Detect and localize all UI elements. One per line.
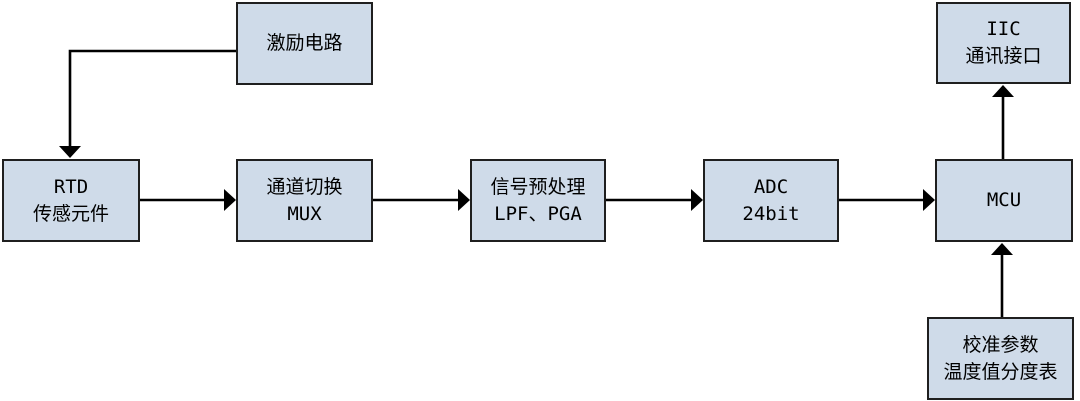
block-label: 通道切换: [266, 175, 343, 198]
block-calibration-table: 校准参数 温度值分度表: [927, 317, 1074, 400]
arrow-mux-to-preprocess: [373, 189, 470, 211]
block-channel-mux: 通道切换 MUX: [236, 159, 373, 242]
block-label: 校准参数: [962, 333, 1039, 356]
block-label: LPF、PGA: [494, 202, 582, 225]
block-label: 温度值分度表: [943, 360, 1058, 383]
block-iic-interface: IIC 通讯接口: [936, 2, 1071, 84]
block-label: 传感元件: [32, 202, 109, 225]
block-mcu: MCU: [935, 159, 1073, 242]
block-signal-preprocessing: 信号预处理 LPF、PGA: [470, 159, 606, 242]
arrow-rtd-to-mux: [140, 189, 236, 211]
arrow-preprocess-to-adc: [606, 189, 703, 211]
block-label: RTD: [53, 175, 89, 198]
arrow-excitation-to-rtd: [59, 49, 236, 158]
block-adc-24bit: ADC 24bit: [703, 159, 839, 242]
arrow-adc-to-mcu: [839, 189, 935, 211]
block-excitation-circuit: 激励电路: [236, 2, 373, 85]
arrow-mcu-to-iic: [992, 85, 1014, 159]
block-label: ADC: [753, 175, 789, 198]
block-label: 通讯接口: [965, 45, 1042, 67]
block-label: 24bit: [742, 202, 800, 225]
block-label: MUX: [287, 202, 322, 225]
arrow-calibration-to-mcu: [991, 243, 1013, 317]
block-label: 激励电路: [266, 32, 343, 54]
block-label: IIC: [986, 18, 1021, 40]
block-rtd-sensor: RTD 传感元件: [2, 159, 140, 242]
block-label: MCU: [986, 189, 1022, 211]
block-label: 信号预处理: [490, 175, 586, 198]
